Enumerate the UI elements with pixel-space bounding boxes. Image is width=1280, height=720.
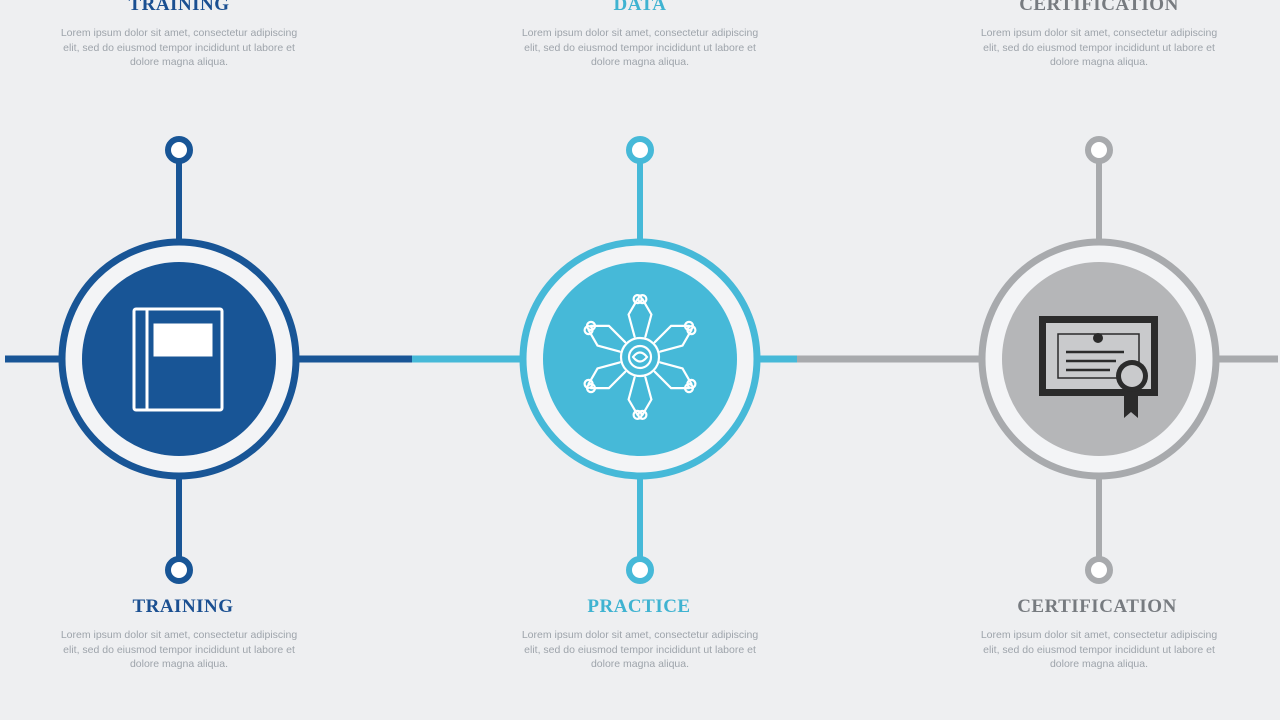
node-disc-2 xyxy=(543,262,737,456)
neural-spoke xyxy=(627,376,639,416)
neural-spoke xyxy=(589,324,627,344)
step-1-top-title: TRAINING xyxy=(128,0,230,15)
step-2-top-title: DATA xyxy=(613,0,667,15)
neural-node xyxy=(637,294,648,305)
step-2-bottom-text: Lorem ipsum dolor sit amet, consectetur … xyxy=(521,629,759,670)
step-2-bottom-title: PRACTICE xyxy=(587,596,691,617)
step-node-1 xyxy=(58,136,300,584)
step-2-top-text: Lorem ipsum dolor sit amet, consectetur … xyxy=(521,27,759,68)
neural-node xyxy=(686,325,697,336)
neural-spoke xyxy=(659,361,693,385)
neural-node xyxy=(585,320,597,331)
connector-dot-bottom-1 xyxy=(165,556,193,584)
connector-dot-bottom-3 xyxy=(1085,556,1113,584)
step-3-top-title: CERTIFICATION xyxy=(1019,0,1179,15)
neural-spoke xyxy=(627,298,639,338)
certificate-icon xyxy=(1039,316,1158,418)
neural-spoke xyxy=(641,298,653,338)
step-3-top-text: Lorem ipsum dolor sit amet, consectetur … xyxy=(980,27,1218,68)
step-1-top-text: Lorem ipsum dolor sit amet, consectetur … xyxy=(60,27,298,68)
connector-dot-top-1 xyxy=(165,136,193,164)
connector-dot-top-3 xyxy=(1085,136,1113,164)
neural-node xyxy=(632,409,643,420)
neural-network-icon xyxy=(583,294,697,420)
neural-spoke xyxy=(641,376,653,416)
node-disc-1 xyxy=(82,262,276,456)
neural-spoke xyxy=(659,329,693,353)
connector-dot-bottom-2 xyxy=(626,556,654,584)
neural-spoke xyxy=(589,370,627,390)
step-3-bottom-text: Lorem ipsum dolor sit amet, consectetur … xyxy=(980,629,1218,670)
connector-dot-top-2 xyxy=(626,136,654,164)
neural-spoke xyxy=(587,361,621,385)
step-node-3 xyxy=(978,136,1220,584)
neural-spoke xyxy=(653,324,691,344)
step-node-2 xyxy=(519,136,761,584)
step-1-bottom-title: TRAINING xyxy=(132,596,234,617)
step-1-bottom-text: Lorem ipsum dolor sit amet, consectetur … xyxy=(60,629,298,670)
step-3-bottom-title: CERTIFICATION xyxy=(1017,596,1177,617)
neural-node xyxy=(683,383,695,394)
neural-node xyxy=(583,378,594,389)
neural-spoke xyxy=(653,370,691,390)
neural-spoke xyxy=(587,329,621,353)
book-icon xyxy=(132,307,224,412)
